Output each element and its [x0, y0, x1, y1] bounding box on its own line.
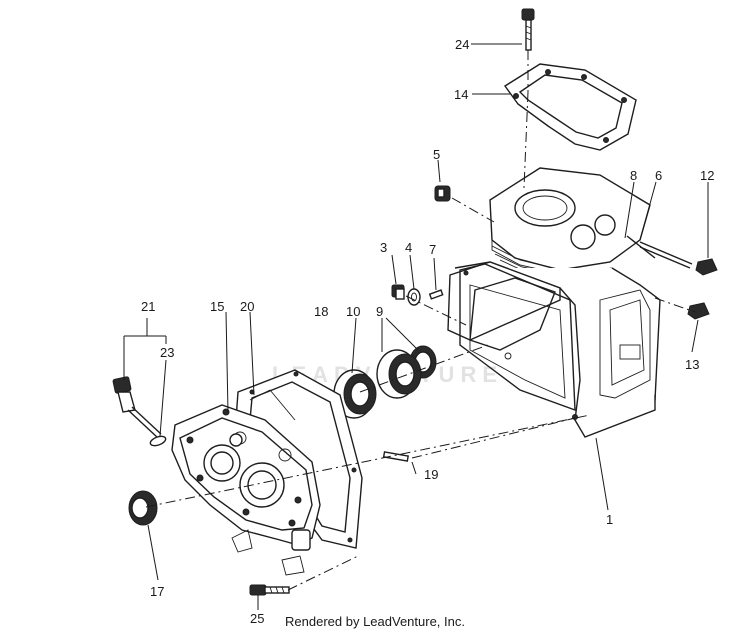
callout-25: 25: [250, 611, 264, 626]
part-10-bearing[interactable]: [376, 349, 422, 399]
part-21-dipstick[interactable]: [112, 376, 162, 439]
part-23-o-ring[interactable]: [149, 435, 167, 448]
footer-credit: Rendered by LeadVenture, Inc.: [285, 614, 465, 629]
part-12-nut[interactable]: [695, 258, 718, 276]
part-17-oil-seal[interactable]: [128, 490, 158, 526]
callout-numbers: 24 14 5 8 6 12 3 4 7 21 15 20 18 10 9 23…: [141, 37, 714, 626]
callout-15: 15: [210, 299, 224, 314]
part-1-crankcase-cylinder[interactable]: [447, 167, 661, 438]
part-15-crankcase-cover[interactable]: [171, 389, 321, 576]
callout-24: 24: [455, 37, 469, 52]
part-19-pin[interactable]: [382, 451, 409, 462]
part-25-bolt[interactable]: [249, 584, 290, 596]
callout-14: 14: [454, 87, 468, 102]
callout-1: 1: [606, 512, 613, 527]
callout-20: 20: [240, 299, 254, 314]
part-14-head-gasket[interactable]: [503, 63, 637, 151]
part-4-washer[interactable]: [407, 288, 421, 306]
part-13-nut[interactable]: [687, 302, 710, 320]
callout-19: 19: [424, 467, 438, 482]
part-5-plug[interactable]: [434, 185, 451, 202]
callout-7: 7: [429, 242, 436, 257]
callout-5: 5: [433, 147, 440, 162]
callout-17: 17: [150, 584, 164, 599]
assembly-center-lines: [145, 50, 696, 591]
callout-18: 18: [314, 304, 328, 319]
callout-8: 8: [630, 168, 637, 183]
callout-9: 9: [376, 304, 383, 319]
callout-6: 6: [655, 168, 662, 183]
leader-lines: [123, 43, 709, 610]
callout-3: 3: [380, 240, 387, 255]
part-7-dowel-pin[interactable]: [428, 289, 444, 300]
callout-12: 12: [700, 168, 714, 183]
callout-4: 4: [405, 240, 412, 255]
part-6-long-bolt[interactable]: [639, 241, 693, 269]
part-3-fitting[interactable]: [391, 284, 405, 300]
callout-21: 21: [141, 299, 155, 314]
callout-13: 13: [685, 357, 699, 372]
callout-23: 23: [160, 345, 174, 360]
part-24-head-bolt[interactable]: [521, 8, 535, 51]
callout-10: 10: [346, 304, 360, 319]
